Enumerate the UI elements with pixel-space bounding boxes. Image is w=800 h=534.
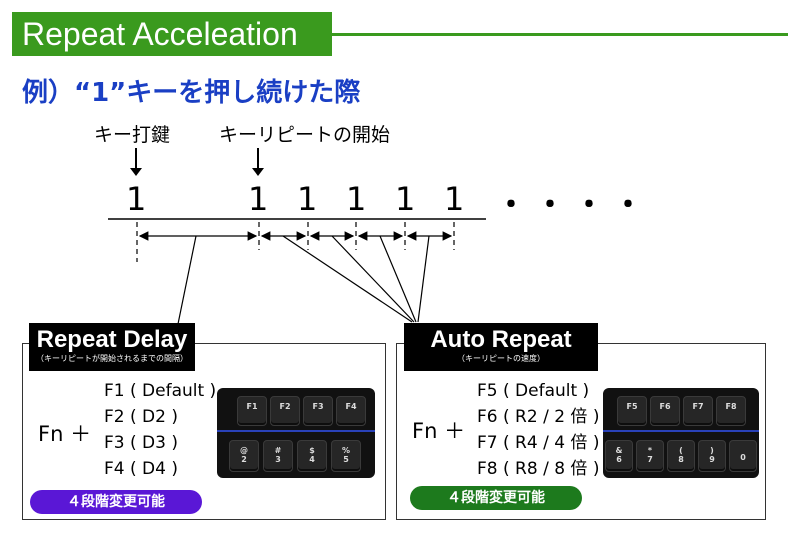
auto-repeat-title: Auto Repeat bbox=[430, 326, 572, 353]
keycap: F2 bbox=[270, 396, 300, 426]
keycap: * 7 bbox=[636, 440, 664, 472]
connector-lines bbox=[177, 235, 430, 325]
keycap: F5 bbox=[617, 396, 647, 426]
key-option: F4 ( D4 ) bbox=[104, 459, 178, 479]
keycap: F8 bbox=[716, 396, 746, 426]
tick-marks bbox=[136, 222, 455, 262]
repeat-delay-badge: ４段階変更可能 bbox=[30, 490, 202, 514]
backlight-glow bbox=[603, 430, 759, 432]
arrow-down-icon bbox=[130, 148, 142, 176]
keycap: ( 8 bbox=[667, 440, 695, 472]
key-option: F2 ( D2 ) bbox=[104, 407, 178, 427]
key-option: F7 ( R4 / 4 倍 ) bbox=[477, 433, 600, 453]
key-option: F1 ( Default ) bbox=[104, 381, 217, 401]
keycap: F6 bbox=[650, 396, 680, 426]
repeat-delay-caption: （キーリピートが開始されるまでの間隔） bbox=[36, 354, 188, 363]
label-keypress: キー打鍵 bbox=[94, 124, 171, 146]
keyboard-photo: F5 F6 F7 F8 & 6 * 7 ( 8 ) 9 0 bbox=[603, 388, 759, 478]
auto-repeat-key-list: F5 ( Default ) F6 ( R2 / 2 倍 ) F7 ( R4 /… bbox=[477, 378, 599, 482]
keycap: $ 4 bbox=[297, 440, 327, 472]
timeline-char: 1 bbox=[346, 180, 367, 218]
keycap: # 3 bbox=[263, 440, 293, 472]
subtitle: 例）“1”キーを押し続けた際 bbox=[22, 78, 361, 108]
keycap: ) 9 bbox=[698, 440, 726, 472]
timeline-char: 1 bbox=[395, 180, 416, 218]
title-underline bbox=[332, 33, 788, 36]
key-option: F3 ( D3 ) bbox=[104, 433, 178, 453]
key-option: F8 ( R8 / 8 倍 ) bbox=[477, 459, 600, 479]
keycap: @ 2 bbox=[229, 440, 259, 472]
timeline-char: 1 bbox=[297, 180, 318, 218]
keycap: F7 bbox=[683, 396, 713, 426]
timeline-char: 1 bbox=[444, 180, 465, 218]
timeline-char: 1 bbox=[248, 180, 269, 218]
timeline-char: 1 bbox=[126, 180, 147, 218]
timeline-ellipsis: ・・・・ bbox=[496, 188, 652, 223]
keycap: F1 bbox=[237, 396, 267, 426]
fn-label: Fn ＋ bbox=[412, 419, 466, 443]
key-option: F6 ( R2 / 2 倍 ) bbox=[477, 407, 600, 427]
auto-repeat-badge: ４段階変更可能 bbox=[410, 486, 582, 510]
repeat-delay-title: Repeat Delay bbox=[36, 326, 188, 353]
label-repeat-start: キーリピートの開始 bbox=[219, 124, 391, 146]
keycap: F4 bbox=[336, 396, 366, 426]
repeat-delay-key-list: F1 ( Default ) F2 ( D2 ) F3 ( D3 ) F4 ( … bbox=[104, 378, 216, 482]
auto-repeat-header: Auto Repeat （キーリピートの速度） bbox=[404, 323, 598, 371]
backlight-glow bbox=[217, 430, 375, 432]
keycap: F3 bbox=[303, 396, 333, 426]
keycap: 0 bbox=[729, 440, 757, 472]
page-title: Repeat Acceleation bbox=[12, 12, 332, 56]
arrow-down-icon bbox=[252, 148, 264, 176]
keyboard-photo: F1 F2 F3 F4 @ 2 # 3 $ 4 % 5 bbox=[217, 388, 375, 478]
auto-repeat-caption: （キーリピートの速度） bbox=[457, 354, 545, 363]
key-option: F5 ( Default ) bbox=[477, 381, 590, 401]
keycap: & 6 bbox=[605, 440, 633, 472]
keycap: % 5 bbox=[331, 440, 361, 472]
fn-label: Fn ＋ bbox=[38, 422, 92, 446]
repeat-delay-header: Repeat Delay （キーリピートが開始されるまでの間隔） bbox=[29, 323, 195, 371]
